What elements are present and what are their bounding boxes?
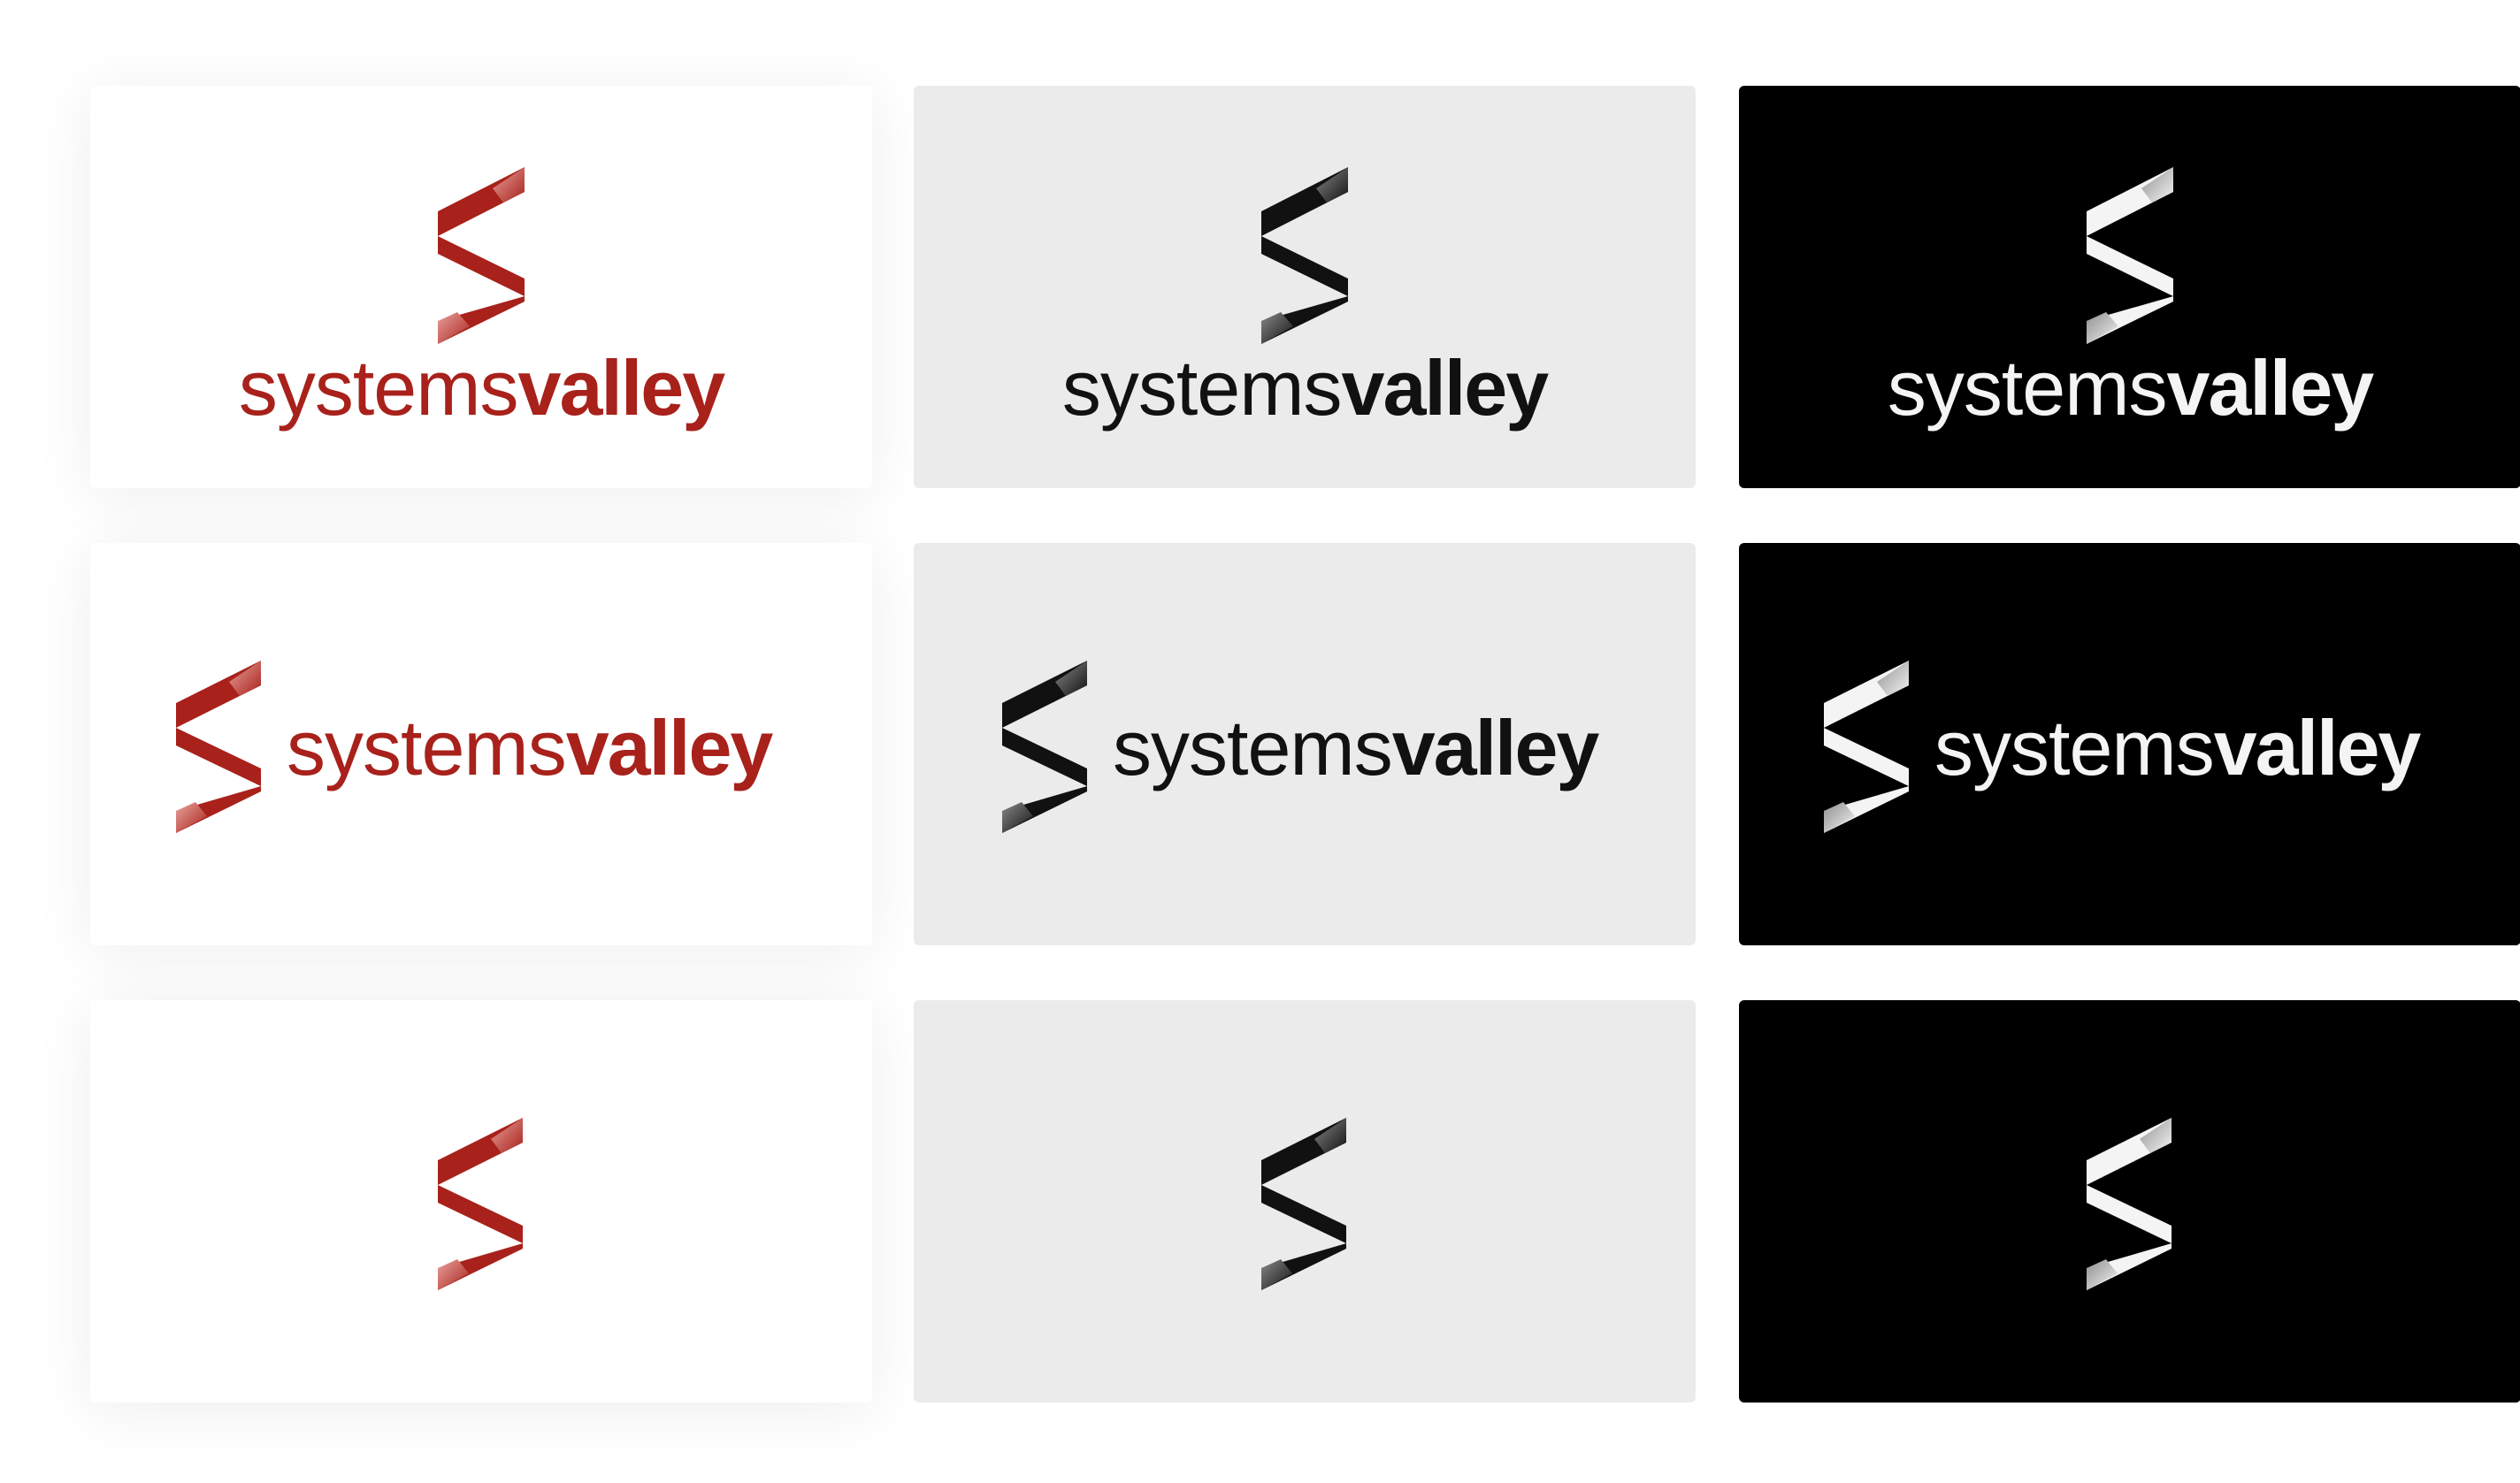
s-ribbon-icon	[1261, 1118, 1346, 1290]
logo-card-horizontal-white: systemsvalley	[1739, 543, 2520, 945]
logo-card-horizontal-black: systemsvalley	[914, 543, 1696, 945]
logo-card-mark-black	[914, 1000, 1696, 1403]
logo-stacked-black: systemsvalley	[1062, 167, 1551, 432]
logo-horizontal-black: systemsvalley	[1002, 661, 1601, 833]
s-ribbon-icon	[2087, 1118, 2171, 1290]
wordmark-bold: valley	[2214, 704, 2422, 791]
wordmark: systemsvalley	[239, 344, 725, 432]
wordmark: systemsvalley	[1113, 704, 1599, 791]
s-ribbon-icon	[1261, 167, 1348, 344]
logo-card-stacked-black: systemsvalley	[914, 86, 1696, 488]
wordmark: systemsvalley	[287, 704, 773, 791]
wordmark-bold: valley	[1342, 344, 1550, 432]
logo-card-horizontal-red: systemsvalley	[90, 543, 872, 945]
logo-horizontal-red: systemsvalley	[176, 661, 775, 833]
s-ribbon-icon	[1824, 661, 1909, 833]
wordmark: systemsvalley	[1888, 344, 2374, 432]
logo-mark-white	[2087, 1118, 2171, 1290]
logo-card-mark-white	[1739, 1000, 2520, 1403]
wordmark-light: systems	[1934, 704, 2214, 791]
s-ribbon-icon	[1002, 661, 1087, 833]
wordmark-bold: valley	[518, 344, 726, 432]
wordmark: systemsvalley	[1934, 704, 2421, 791]
logo-horizontal-white: systemsvalley	[1824, 661, 2423, 833]
wordmark: systemsvalley	[1062, 344, 1549, 432]
s-ribbon-icon	[176, 661, 261, 833]
wordmark-light: systems	[1113, 704, 1392, 791]
wordmark-bold: valley	[2167, 344, 2375, 432]
logo-stacked-red: systemsvalley	[239, 167, 727, 432]
s-ribbon-icon	[438, 167, 525, 344]
logo-card-mark-red	[90, 1000, 872, 1403]
wordmark-light: systems	[239, 344, 518, 432]
wordmark-bold: valley	[1392, 704, 1600, 791]
logo-mark-red	[438, 1118, 523, 1290]
s-ribbon-icon	[2087, 167, 2173, 344]
wordmark-light: systems	[1062, 344, 1342, 432]
logo-card-stacked-red: systemsvalley	[90, 86, 872, 488]
logo-stacked-white: systemsvalley	[1888, 167, 2376, 432]
wordmark-light: systems	[1888, 344, 2167, 432]
wordmark-light: systems	[287, 704, 566, 791]
wordmark-bold: valley	[566, 704, 774, 791]
s-ribbon-icon	[438, 1118, 523, 1290]
logo-card-stacked-white: systemsvalley	[1739, 86, 2520, 488]
logo-mark-black	[1261, 1118, 1346, 1290]
